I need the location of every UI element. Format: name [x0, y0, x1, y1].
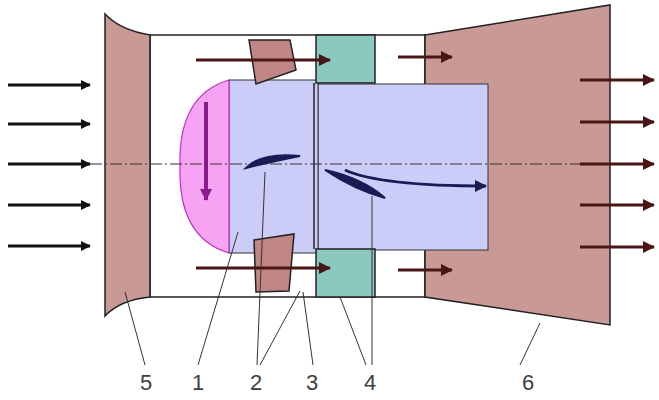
rotation-arrow	[204, 102, 208, 200]
outflow-arrows	[580, 80, 654, 247]
inlet	[105, 14, 150, 316]
callout-number: 2	[250, 372, 262, 394]
callout-number: 6	[522, 372, 534, 394]
partition	[313, 83, 315, 249]
callout-number: 5	[140, 372, 152, 394]
vane	[316, 249, 375, 297]
flow-arrows	[196, 57, 452, 270]
callout-number: 4	[364, 372, 376, 394]
airfoil	[246, 155, 300, 168]
flow-arrow	[345, 170, 486, 186]
axis	[90, 164, 615, 165]
turbine-body	[318, 84, 488, 250]
blade	[249, 40, 296, 84]
inflow-arrows	[8, 85, 90, 246]
callout-number: 1	[192, 372, 204, 394]
leader-lines	[125, 172, 540, 365]
rotor	[229, 80, 318, 253]
spinner	[180, 80, 229, 253]
callout-number: 3	[306, 372, 318, 394]
